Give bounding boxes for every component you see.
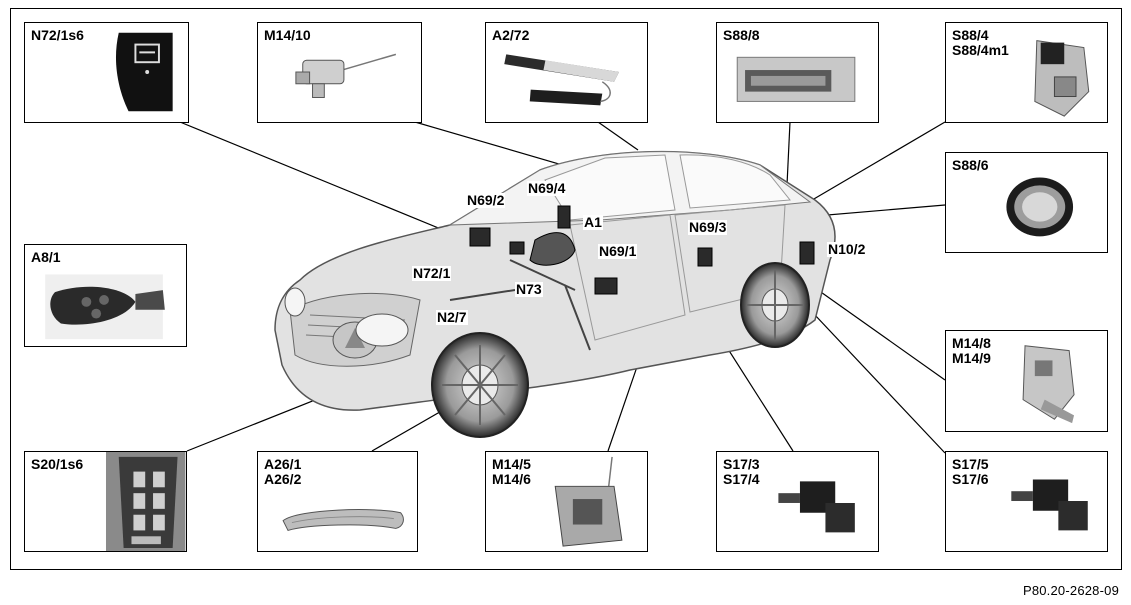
panel-label: A8/1: [31, 249, 61, 265]
contact-switch-icon: [1011, 479, 1088, 531]
callout-n69-2: N69/2: [466, 192, 506, 208]
panel-label: A26/1 A26/2: [264, 456, 302, 487]
callout-a1: A1: [583, 214, 603, 230]
panel-s17-5: S17/5 S17/6: [945, 451, 1108, 552]
figure-reference: P80.20-2628-09: [1022, 583, 1119, 598]
panel-a2-72: A2/72: [485, 22, 648, 123]
door-switch-panel-icon: [105, 452, 186, 551]
callout-n2-7: N2/7: [436, 309, 468, 325]
lock-assembly-icon: [1034, 40, 1090, 117]
panel-label: M14/5 M14/6: [492, 456, 531, 487]
panel-m14-5: M14/5 M14/6: [485, 451, 648, 552]
key-fob-icon: [45, 274, 165, 340]
rear-wheel: [740, 262, 810, 348]
panel-m14-8: M14/8 M14/9: [945, 330, 1108, 432]
callout-n10-2: N10/2: [827, 241, 867, 257]
antenna-strip-icon: [504, 54, 619, 106]
panel-label: S88/4 S88/4m1: [952, 27, 1009, 58]
panel-a8-1: A8/1: [24, 244, 187, 347]
panel-m14-10: M14/10: [257, 22, 422, 123]
front-wheel: [431, 332, 529, 438]
panel-label: M14/10: [264, 27, 311, 43]
panel-label: A2/72: [492, 27, 530, 43]
panel-n72-1s6: N72/1s6: [24, 22, 189, 123]
panel-s17-3: S17/3 S17/4: [716, 451, 879, 552]
door-handle-icon: [282, 509, 404, 532]
panel-label: S17/3 S17/4: [723, 456, 760, 487]
car-illustration: [274, 150, 836, 438]
panel-s20-1s6: S20/1s6: [24, 451, 187, 552]
contact-switch-icon: [778, 481, 855, 533]
panel-label: S88/6: [952, 157, 989, 173]
panel-s88-4: S88/4 S88/4m1: [945, 22, 1108, 123]
panel-a26-1: A26/1 A26/2: [257, 451, 418, 552]
callout-n69-1: N69/1: [598, 243, 638, 259]
callout-n69-4: N69/4: [527, 180, 567, 196]
panel-label: S20/1s6: [31, 456, 84, 472]
callout-n69-3: N69/3: [688, 219, 728, 235]
latch-mechanism-icon: [1022, 345, 1075, 424]
panel-s88-6: S88/6: [945, 152, 1108, 253]
panel-label: N72/1s6: [31, 27, 84, 43]
actuator-motor-icon: [295, 53, 397, 98]
ring-switch-icon: [1006, 177, 1074, 237]
callout-n72-1: N72/1: [412, 265, 452, 281]
panel-label: S88/8: [723, 27, 760, 43]
switch-module-icon: [736, 56, 856, 102]
panel-label: S17/5 S17/6: [952, 456, 989, 487]
door-lock-motor-icon: [554, 456, 623, 547]
callout-n73: N73: [515, 281, 543, 297]
panel-s88-8: S88/8: [716, 22, 879, 123]
window-switch-icon: [115, 32, 173, 112]
panel-label: M14/8 M14/9: [952, 335, 991, 366]
control-modules: [469, 205, 815, 295]
